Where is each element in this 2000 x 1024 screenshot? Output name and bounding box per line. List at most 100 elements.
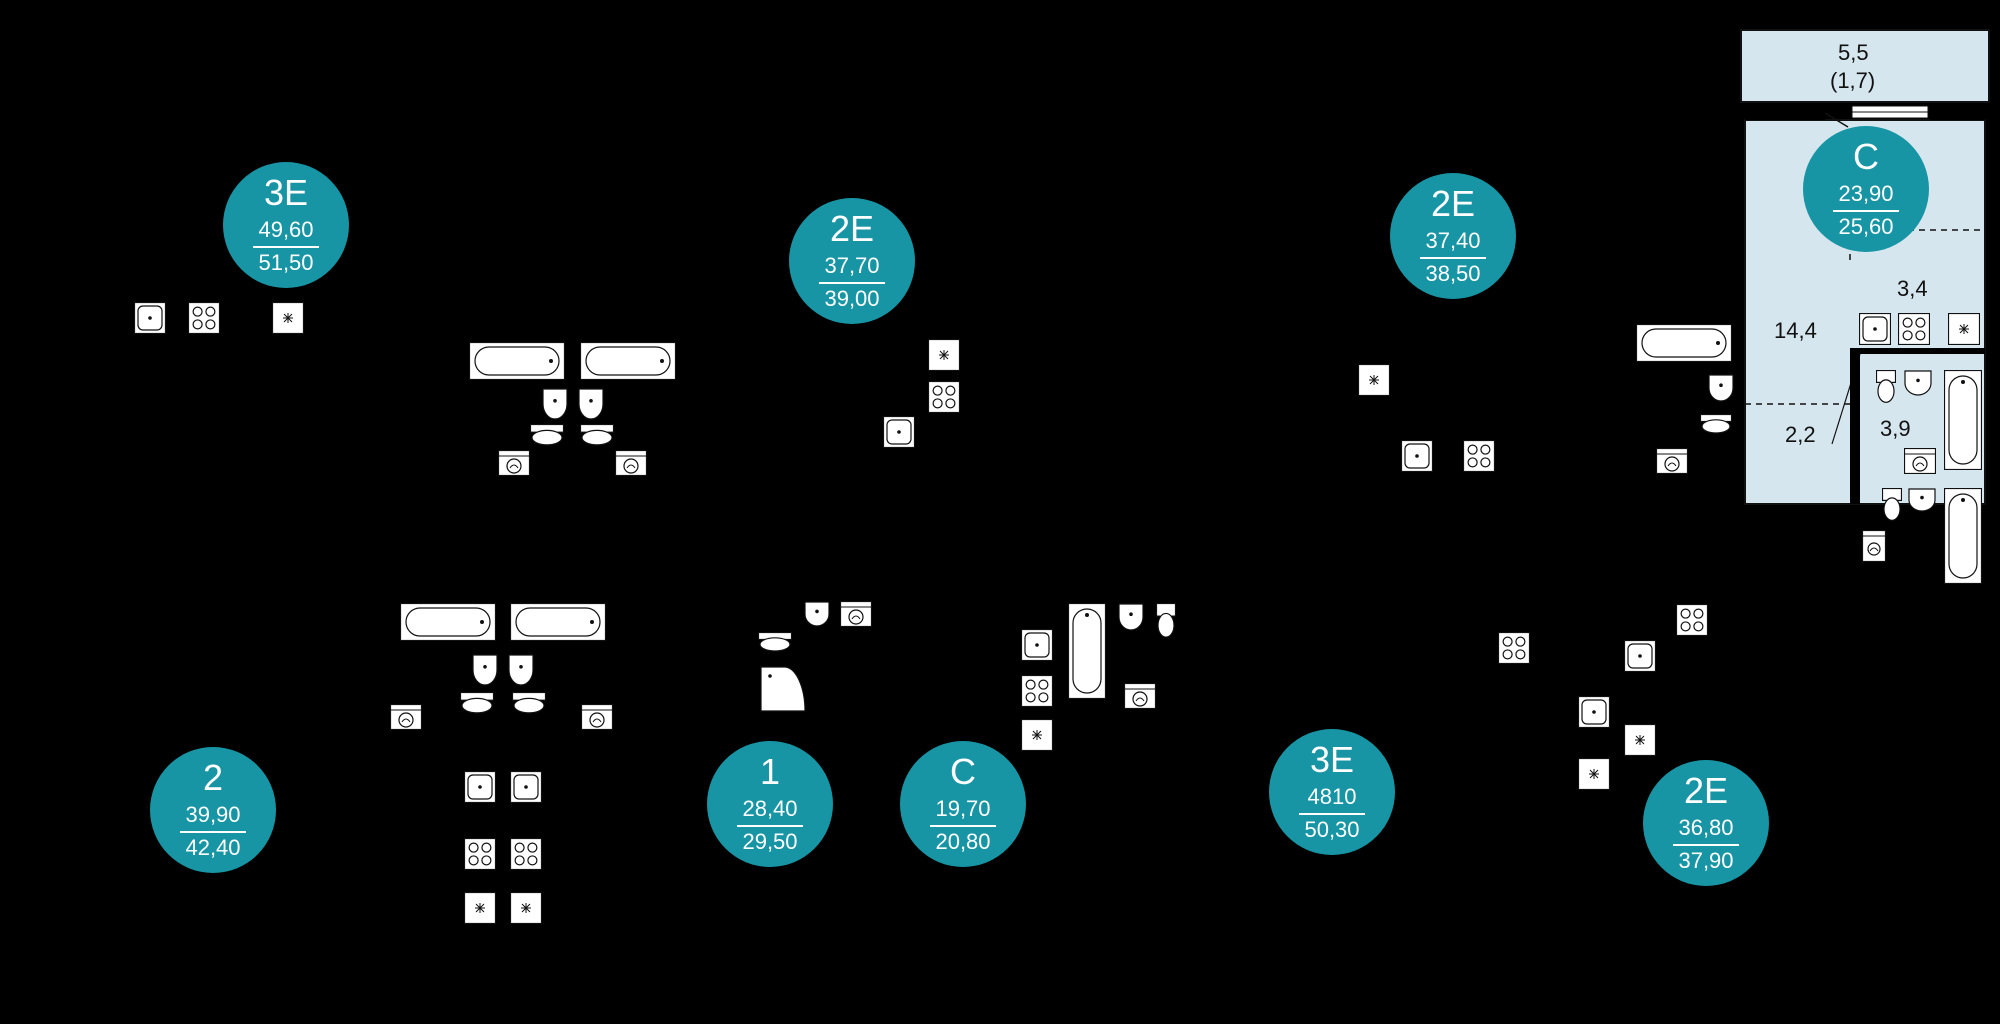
unit-badge-2e-right[interactable]: 2E 37,40 38,50 xyxy=(1390,173,1516,299)
shower-icon xyxy=(760,666,806,712)
kitchen-area-label: 3,4 xyxy=(1897,276,1928,301)
divider xyxy=(1299,813,1365,815)
balcony-area-label: 5,5 xyxy=(1838,40,1869,65)
washbasin-icon xyxy=(804,601,830,627)
unit-total-area: 20,80 xyxy=(935,829,991,854)
unit-badge-3e-bottom[interactable]: 3E 4810 50,30 xyxy=(1269,729,1395,855)
washbasin-icon xyxy=(542,388,568,420)
washing-machine-icon xyxy=(615,450,647,476)
toilet-icon xyxy=(580,424,614,446)
sink-icon xyxy=(134,302,166,334)
divider xyxy=(1833,210,1899,212)
toilet-icon xyxy=(530,424,564,446)
fan-icon xyxy=(1021,719,1053,751)
unit-badge-1[interactable]: 1 28,40 29,50 xyxy=(707,741,833,867)
fan-icon xyxy=(1624,724,1656,756)
washing-machine-icon xyxy=(498,450,530,476)
divider xyxy=(930,825,996,827)
sink-icon xyxy=(1021,629,1053,661)
washbasin-icon xyxy=(508,654,534,686)
divider xyxy=(819,282,885,284)
washbasin-icon xyxy=(472,654,498,686)
washing-machine-icon xyxy=(1862,530,1886,562)
balcony-area-reduced-label: (1,7) xyxy=(1830,68,1876,93)
sink-icon xyxy=(1624,640,1656,672)
unit-total-area: 39,00 xyxy=(824,286,880,311)
room-area-label: 14,4 xyxy=(1774,318,1817,343)
washing-machine-icon xyxy=(1904,448,1936,474)
unit-type: 2E xyxy=(1430,183,1476,224)
washing-machine-icon xyxy=(1124,683,1156,709)
washing-machine-icon xyxy=(840,601,872,627)
sink-icon xyxy=(1578,696,1610,728)
unit-living-area: 49,60 xyxy=(258,217,314,242)
stove-icon xyxy=(464,838,496,870)
stove-icon xyxy=(1898,313,1930,345)
fan-icon xyxy=(1948,313,1980,345)
unit-living-area: 28,40 xyxy=(742,796,798,821)
sink-icon xyxy=(510,771,542,803)
hall-area-label: 2,2 xyxy=(1785,422,1816,447)
unit-type: C xyxy=(1853,136,1879,177)
toilet-icon xyxy=(1882,488,1902,521)
unit-total-area: 37,90 xyxy=(1678,848,1734,873)
bathtub-icon xyxy=(1944,370,1982,470)
divider xyxy=(1420,257,1486,259)
washbasin-icon xyxy=(1708,374,1734,402)
sink-icon xyxy=(883,416,915,448)
unit-badge-c-bottom[interactable]: C 19,70 20,80 xyxy=(900,741,1026,867)
washbasin-icon xyxy=(1118,603,1144,631)
washbasin-icon xyxy=(1904,370,1932,396)
stove-icon xyxy=(188,302,220,334)
fan-icon xyxy=(272,302,304,334)
sink-icon xyxy=(1401,440,1433,472)
unit-type: 3E xyxy=(1309,739,1355,780)
stove-icon xyxy=(1498,632,1530,664)
unit-badge-2-bottom-left[interactable]: 2 39,90 42,40 xyxy=(150,747,276,873)
fan-icon xyxy=(928,339,960,371)
unit-living-area: 4810 xyxy=(1307,784,1357,809)
unit-living-area: 36,80 xyxy=(1678,815,1734,840)
fan-icon xyxy=(1358,364,1390,396)
washing-machine-icon xyxy=(1656,448,1688,474)
unit-badge-3e-left[interactable]: 3E 49,60 51,50 xyxy=(223,162,349,288)
washbasin-icon xyxy=(1908,488,1936,512)
bathtub-icon xyxy=(1636,324,1732,362)
unit-type: 2 xyxy=(202,757,224,798)
divider xyxy=(253,246,319,248)
toilet-icon xyxy=(758,632,792,652)
unit-total-area: 51,50 xyxy=(258,250,314,275)
unit-living-area: 39,90 xyxy=(185,802,241,827)
unit-living-area: 19,70 xyxy=(935,796,991,821)
unit-badge-c-selected[interactable]: C 23,90 25,60 xyxy=(1803,126,1929,252)
unit-total-area: 25,60 xyxy=(1838,214,1894,239)
unit-type: 1 xyxy=(759,751,781,792)
divider xyxy=(737,825,803,827)
divider xyxy=(1673,844,1739,846)
unit-badge-2e-center[interactable]: 2E 37,70 39,00 xyxy=(789,198,915,324)
toilet-icon xyxy=(1156,603,1176,638)
unit-living-area: 23,90 xyxy=(1838,181,1894,206)
sink-icon xyxy=(1859,313,1891,345)
bathtub-icon xyxy=(510,603,606,641)
stove-icon xyxy=(1463,440,1495,472)
unit-total-area: 50,30 xyxy=(1304,817,1360,842)
fan-icon xyxy=(510,892,542,924)
bathroom-area-label: 3,9 xyxy=(1880,416,1911,441)
unit-type: C xyxy=(950,751,976,792)
unit-total-area: 42,40 xyxy=(185,835,241,860)
washing-machine-icon xyxy=(390,704,422,730)
unit-badge-2e-bottom-right[interactable]: 2E 36,80 37,90 xyxy=(1643,760,1769,886)
bathtub-icon xyxy=(1068,603,1106,699)
unit-living-area: 37,70 xyxy=(824,253,880,278)
washing-machine-icon xyxy=(581,704,613,730)
unit-type: 2E xyxy=(1683,770,1729,811)
bathtub-icon xyxy=(1944,488,1982,584)
fan-icon xyxy=(464,892,496,924)
fan-icon xyxy=(1578,758,1610,790)
washbasin-icon xyxy=(578,388,604,420)
stove-icon xyxy=(1676,604,1708,636)
unit-total-area: 29,50 xyxy=(742,829,798,854)
stove-icon xyxy=(928,381,960,413)
